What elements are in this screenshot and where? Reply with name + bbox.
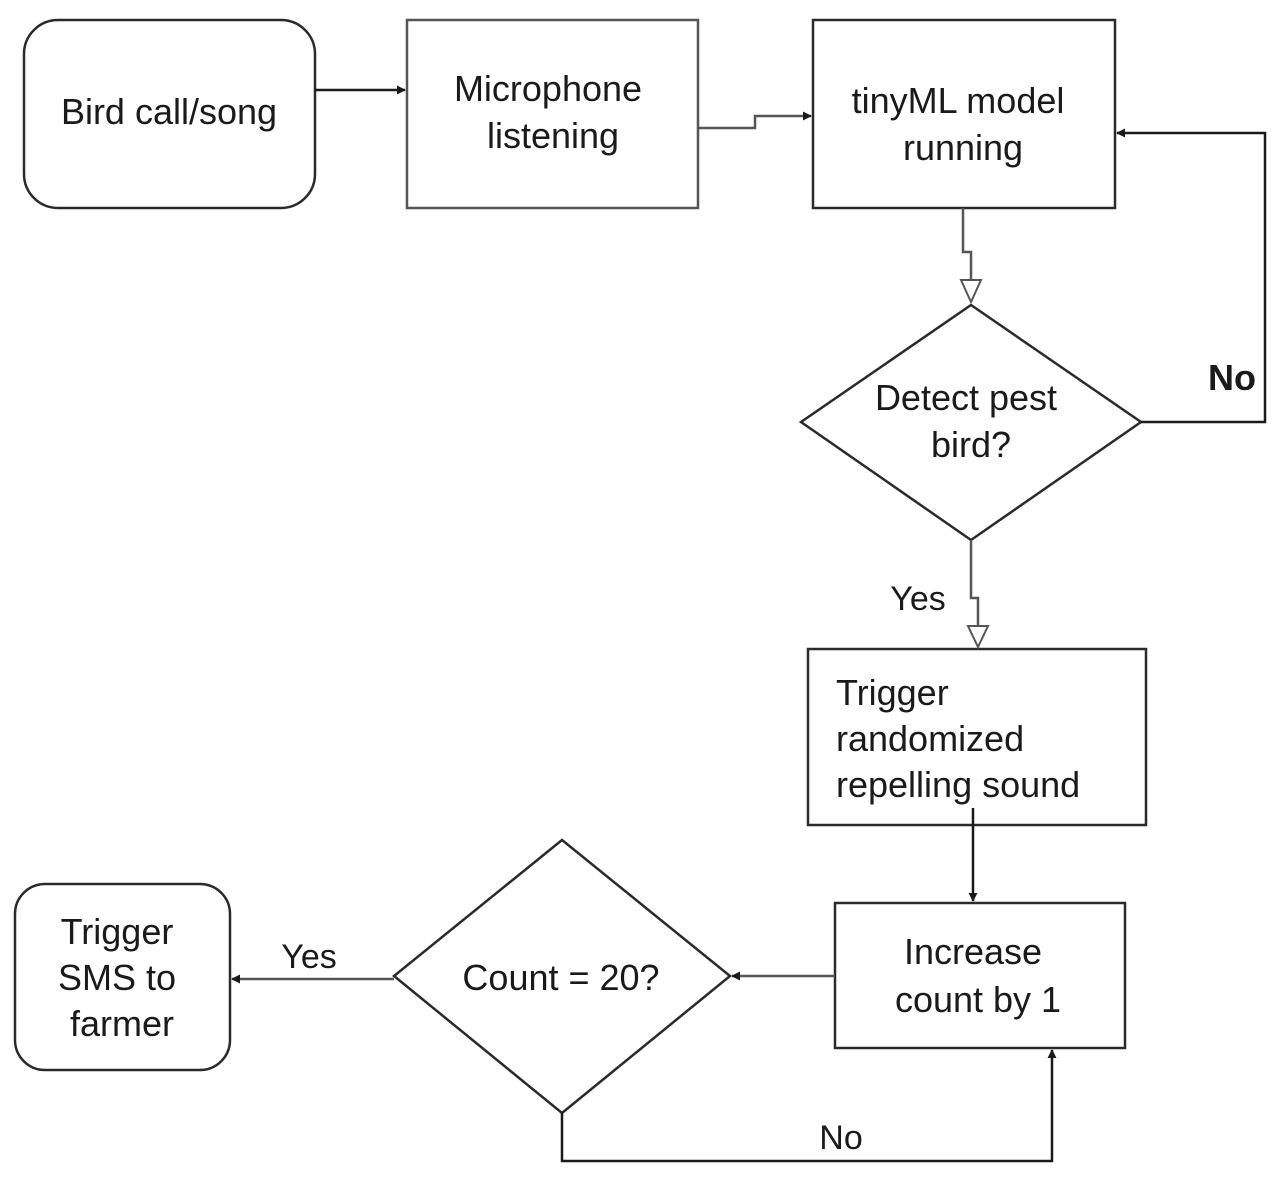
node-trigger-sms: Trigger SMS to farmer <box>13 882 232 1072</box>
node-bird-call-label: Bird call/song <box>61 91 277 132</box>
edge-tinyml-to-detect <box>961 208 973 280</box>
edge-label-detect-no: No <box>1208 357 1256 398</box>
edge-label-detect-yes: Yes <box>890 580 945 618</box>
edge-count-no-loop <box>560 1049 1057 1163</box>
edge-detect-yes-to-trigger <box>969 540 980 626</box>
node-count-label: Count = 20? <box>462 957 659 998</box>
edge-label-count-no: No <box>819 1119 862 1157</box>
node-detect-label: Detect pest bird? <box>875 377 1067 465</box>
edge-label-count-yes: Yes <box>281 938 336 976</box>
node-count-decision: Count = 20? <box>392 838 732 1115</box>
node-trigger-sms-label: Trigger SMS to farmer <box>58 911 186 1044</box>
arrowhead-detect-to-trigger <box>966 625 990 650</box>
node-bird-call: Bird call/song <box>22 18 317 210</box>
node-detect-decision: Detect pest bird? <box>798 303 1144 542</box>
node-trigger-sound: Trigger randomized repelling sound <box>806 647 1148 827</box>
edge-microphone-to-tinyml <box>698 111 812 130</box>
node-microphone: Microphone listening <box>405 18 700 210</box>
node-trigger-sound-label: Trigger randomized repelling sound <box>836 672 1080 805</box>
node-tinyml: tinyML model running <box>811 18 1117 210</box>
node-increase-count: Increase count by 1 <box>833 901 1127 1050</box>
node-microphone-label: Microphone listening <box>454 68 652 156</box>
node-increase-count-label: Increase count by 1 <box>895 931 1061 1020</box>
arrowhead-tinyml-to-detect <box>959 279 983 305</box>
node-tinyml-label: tinyML model running <box>852 80 1075 168</box>
edge-detect-no-loop <box>1116 128 1267 424</box>
